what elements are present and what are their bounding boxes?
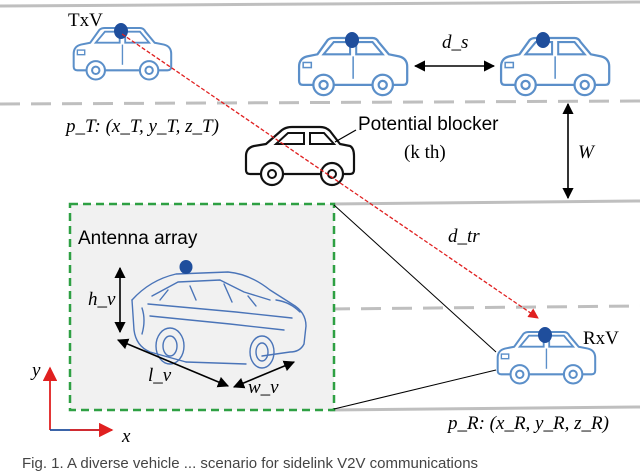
vehicle-3-car-icon [499, 36, 611, 97]
zoom-line-upper [333, 204, 497, 353]
road-edge-middle [329, 199, 640, 206]
blocker-pointer-line [334, 129, 357, 143]
w-label: W [578, 142, 596, 163]
blocker-index-label: (k th) [404, 142, 446, 163]
antenna-array-label: Antenna array [78, 228, 198, 249]
pt-label: p_T: (x_T, y_T, z_T) [64, 116, 219, 137]
road-edge-top [0, 0, 640, 8]
rxv-siren-icon [538, 327, 552, 343]
road-lines [0, 0, 640, 412]
pr-label: p_R: (x_R, y_R, z_R) [446, 413, 609, 434]
txv-siren-icon [114, 23, 128, 39]
vehicle-2-siren-icon [345, 32, 359, 48]
wv-label: w_v [248, 377, 279, 398]
lane-divider-upper [0, 99, 640, 106]
road-edge-bottom [329, 405, 640, 412]
ds-label: d_s [442, 32, 468, 53]
hv-label: h_v [88, 289, 116, 310]
figure-caption: Fig. 1. A diverse vehicle ... scenario f… [22, 455, 478, 472]
lv-label: l_v [148, 365, 172, 386]
y-axis-label: y [30, 360, 41, 381]
txv-label: TxV [68, 10, 103, 31]
rxv-label: RxV [583, 328, 619, 349]
vehicle-3-siren-icon [536, 32, 550, 48]
zoom-line-lower [333, 369, 497, 410]
dtr-label: d_tr [448, 226, 480, 247]
blocker-car-outline-icon [244, 125, 356, 187]
blocker-label: Potential blocker [358, 114, 499, 135]
wv-arrow [232, 360, 296, 389]
lane-divider-lower [329, 304, 640, 311]
lv-arrow [116, 338, 230, 388]
x-axis-label: x [121, 426, 131, 447]
antenna-siren-icon [179, 260, 193, 274]
